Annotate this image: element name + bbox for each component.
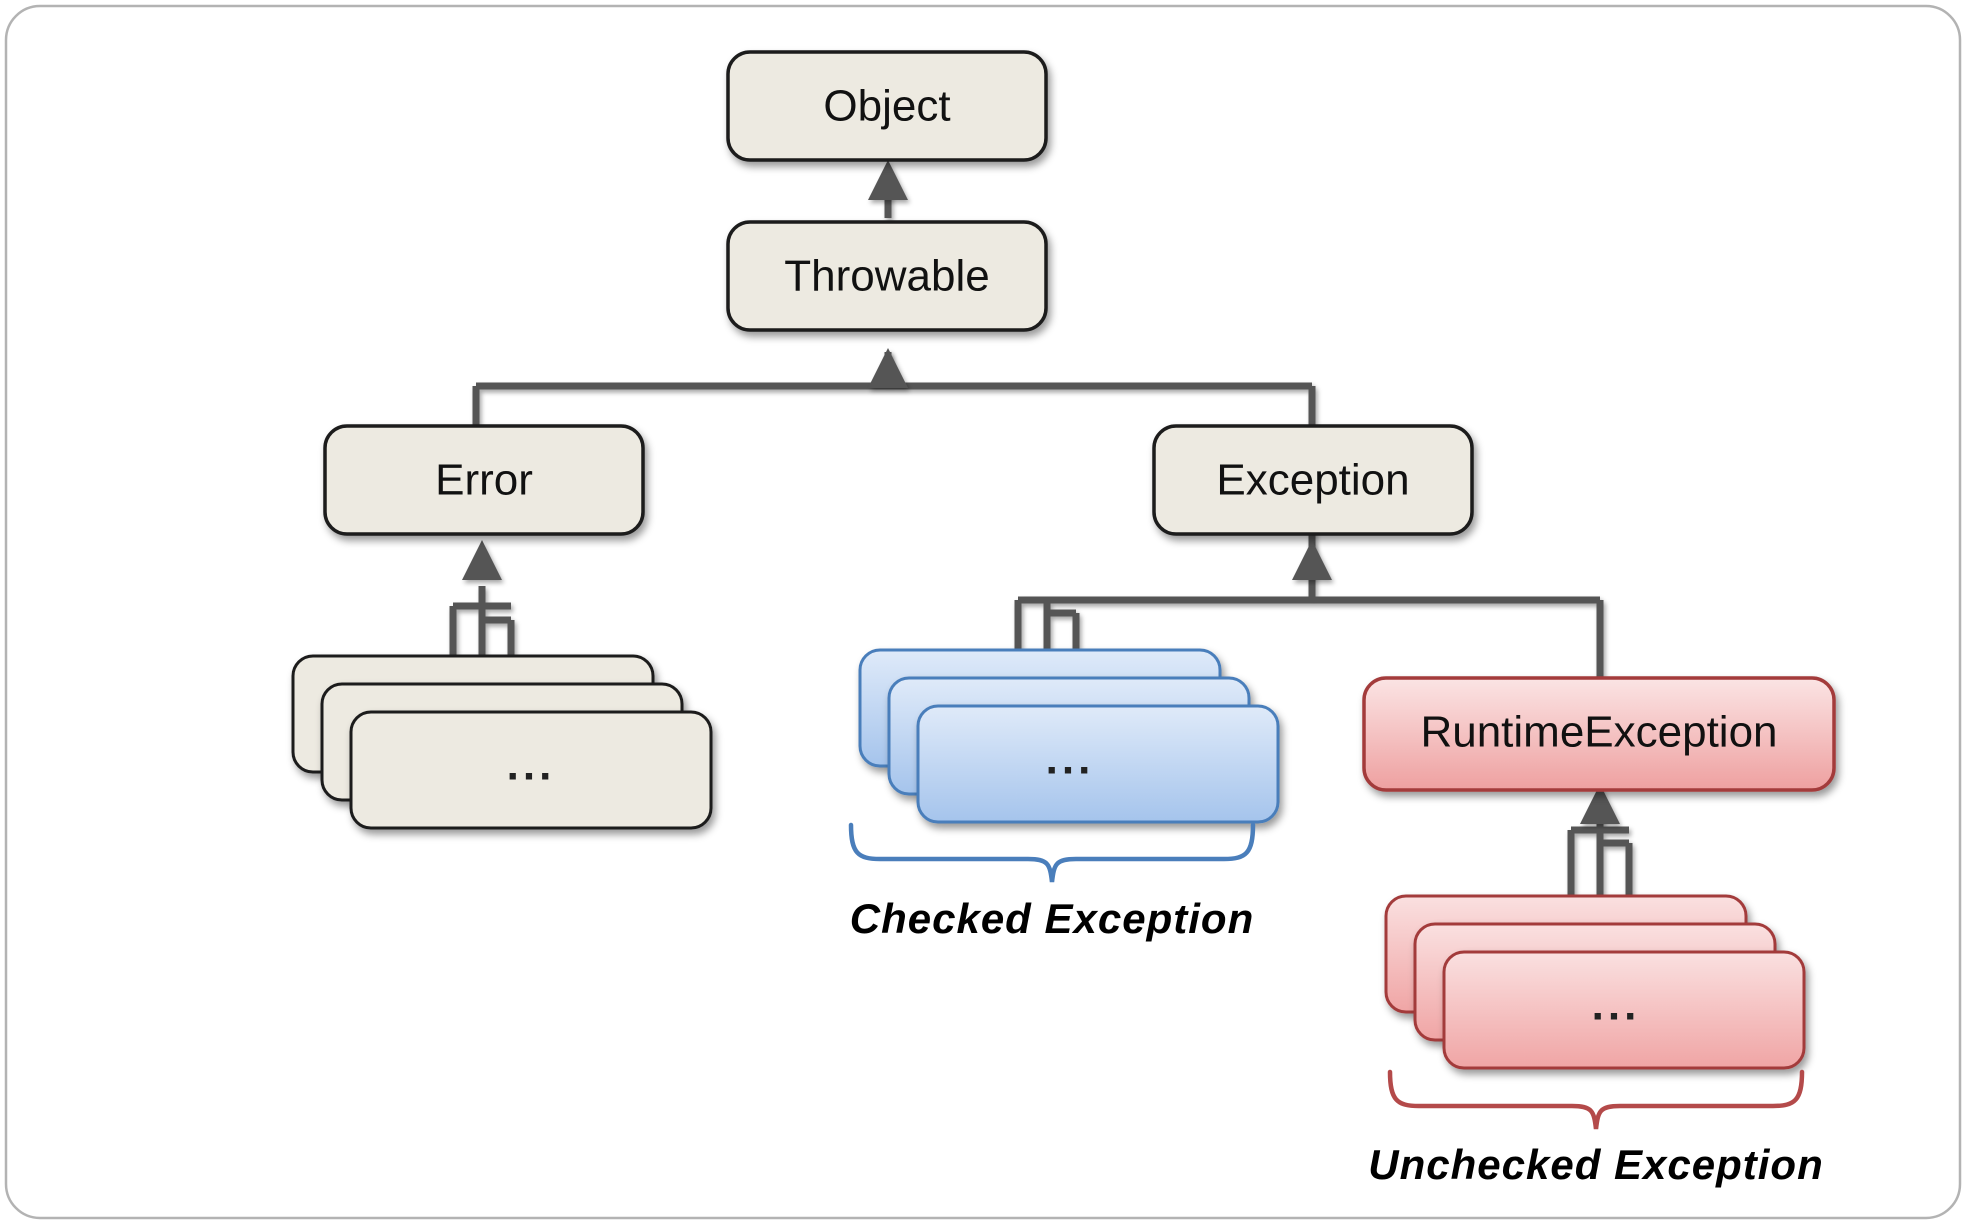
arrowhead-to-exception (1292, 540, 1332, 580)
brace-checked-exception-curve (848, 822, 1256, 883)
arrowhead-to-error (462, 540, 502, 580)
brace-unchecked-exception: Unchecked Exception (1368, 1069, 1823, 1188)
node-runtime-exception-box[interactable] (1362, 676, 1836, 792)
brace-checked-exception: Checked Exception (848, 822, 1256, 942)
node-exception-box[interactable] (1152, 424, 1474, 536)
node-runtime-exception-label: RuntimeException (1420, 708, 1777, 757)
node-object-box[interactable] (726, 50, 1048, 162)
node-error-box[interactable] (323, 424, 645, 536)
error-subclass-card-front-label: ... (507, 741, 556, 790)
edge-error-subclasses-fork (449, 586, 515, 700)
node-error-label: Error (435, 456, 533, 505)
arrowhead-layer (462, 160, 1620, 824)
node-object-label: Object (823, 82, 950, 131)
node-checked-subclasses-stack[interactable]: ... (858, 648, 1280, 824)
unchecked-subclass-card-front[interactable] (1442, 950, 1806, 1070)
node-object[interactable]: Object (726, 50, 1048, 162)
unchecked-subclass-card-front-label: ... (1592, 981, 1641, 1030)
node-unchecked-subclasses-stack[interactable]: ... (1384, 894, 1806, 1070)
arrowhead-to-runtime-exception (1580, 784, 1620, 824)
node-error[interactable]: Error (323, 424, 645, 536)
arrowhead-to-object (868, 160, 908, 200)
brace-checked-exception-label: Checked Exception (850, 895, 1254, 942)
checked-subclass-card-front-label: ... (1046, 735, 1095, 784)
node-throwable-box[interactable] (726, 220, 1048, 332)
node-runtime-exception[interactable]: RuntimeException (1362, 676, 1836, 792)
brace-unchecked-exception-curve (1387, 1069, 1805, 1130)
checked-subclass-card-front[interactable] (916, 704, 1280, 824)
node-throwable[interactable]: Throwable (726, 220, 1048, 332)
node-exception[interactable]: Exception (1152, 424, 1474, 536)
node-error-subclasses-stack[interactable]: ... (291, 654, 713, 830)
node-throwable-label: Throwable (784, 252, 989, 301)
error-subclass-card-front[interactable] (349, 710, 713, 830)
brace-unchecked-exception-label: Unchecked Exception (1368, 1141, 1823, 1188)
arrowhead-to-throwable (868, 348, 908, 388)
node-exception-label: Exception (1216, 456, 1409, 505)
